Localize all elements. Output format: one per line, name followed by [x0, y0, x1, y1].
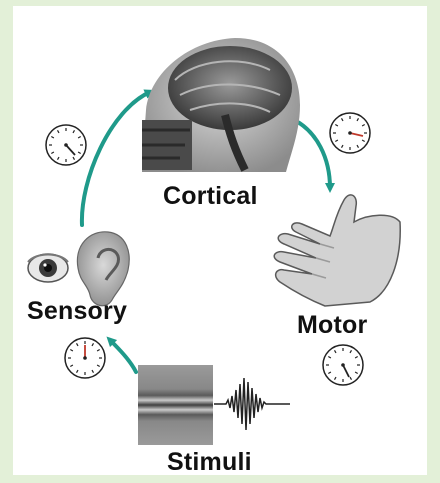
clock-icon: [330, 113, 370, 153]
arrow-stimuli-to-sensory: [110, 340, 136, 372]
motor-label: Motor: [297, 311, 367, 340]
arrow-sensory-to-cortical: [82, 92, 150, 225]
waveform-icon: [214, 378, 290, 430]
eye-icon: [28, 254, 68, 282]
grating-stimulus-image: [138, 365, 213, 445]
stimuli-label: Stimuli: [167, 448, 252, 477]
clock-icon: [323, 345, 363, 385]
clock-icon: [46, 125, 86, 165]
hand-icon: [274, 195, 400, 306]
mri-head-image: [142, 38, 300, 172]
cortical-label: Cortical: [163, 182, 258, 211]
ear-icon: [77, 232, 129, 306]
sensory-label: Sensory: [27, 297, 127, 326]
clock-icon: [65, 338, 105, 378]
